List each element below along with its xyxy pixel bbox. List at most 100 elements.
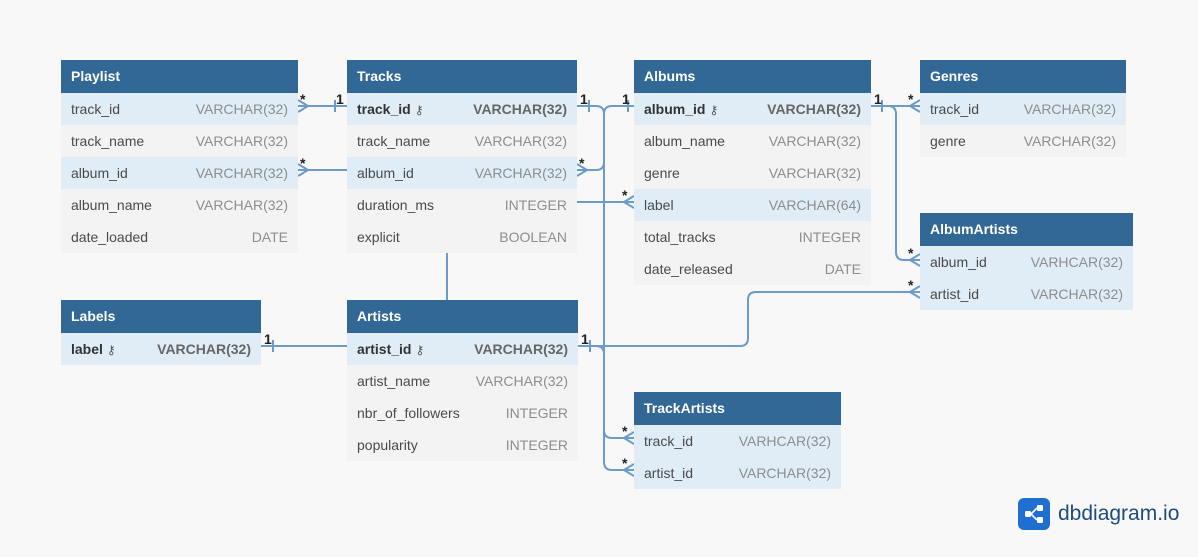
column-row[interactable]: track_name VARCHAR(32) (347, 125, 577, 157)
column-name: artist_id (357, 341, 412, 357)
relationship-line[interactable] (882, 105, 920, 261)
table-title[interactable]: Labels (61, 300, 261, 333)
many-marker (623, 195, 635, 209)
column-row[interactable]: total_tracks INTEGER (634, 221, 871, 253)
column-row[interactable]: artist_name VARCHAR(32) (347, 365, 578, 397)
column-row[interactable]: album_id⚷ VARCHAR(32) (634, 93, 871, 125)
column-row[interactable]: album_id VARHCAR(32) (920, 246, 1133, 278)
table-title[interactable]: Artists (347, 300, 578, 333)
column-name: duration_ms (357, 197, 435, 213)
column-name: nbr_of_followers (357, 405, 460, 421)
column-name: artist_name (357, 373, 431, 389)
column-row[interactable]: track_name VARCHAR(32) (61, 125, 298, 157)
column-name: label (71, 341, 103, 357)
column-row[interactable]: artist_id VARCHAR(32) (634, 457, 841, 489)
relationship-line[interactable] (578, 291, 920, 347)
column-type: VARCHAR(32) (1030, 286, 1123, 302)
column-type: VARCHAR(32) (474, 165, 567, 181)
column-type: BOOLEAN (499, 229, 567, 245)
cardinality-many-label: * (622, 455, 628, 471)
column-name: popularity (357, 437, 418, 453)
column-type: INTEGER (505, 437, 568, 453)
column-type: INTEGER (504, 197, 567, 213)
table-title[interactable]: Tracks (347, 60, 577, 93)
column-row[interactable]: album_id VARCHAR(32) (347, 157, 577, 189)
cardinality-many-label: * (300, 155, 306, 171)
column-type: VARCHAR(32) (157, 341, 251, 357)
table-track-artists[interactable]: TrackArtists track_id VARHCAR(32) artist… (634, 392, 841, 489)
table-genres[interactable]: Genres track_id VARCHAR(32) genre VARCHA… (920, 60, 1126, 157)
column-name: album_id (357, 165, 414, 181)
table-title[interactable]: Albums (634, 60, 871, 93)
column-row[interactable]: popularity INTEGER (347, 429, 578, 461)
table-artists[interactable]: Artists artist_id⚷ VARCHAR(32) artist_na… (347, 300, 578, 461)
column-row[interactable]: date_released DATE (634, 253, 871, 285)
column-name: date_loaded (71, 229, 149, 245)
column-name: track_id (357, 101, 411, 117)
many-marker (909, 253, 921, 267)
column-type: VARHCAR(32) (1030, 254, 1123, 270)
column-name: artist_id (930, 286, 980, 302)
column-row[interactable]: genre VARCHAR(32) (920, 125, 1126, 157)
table-title[interactable]: AlbumArtists (920, 213, 1133, 246)
table-album-artists[interactable]: AlbumArtists album_id VARHCAR(32) artist… (920, 213, 1133, 310)
column-row[interactable]: album_id VARCHAR(32) (61, 157, 298, 189)
cardinality-one-label: 1 (580, 91, 588, 107)
relationship-line[interactable] (577, 105, 634, 171)
column-row[interactable]: track_id⚷ VARCHAR(32) (347, 93, 577, 125)
table-title[interactable]: Playlist (61, 60, 298, 93)
table-labels[interactable]: Labels label⚷ VARCHAR(32) (61, 300, 261, 365)
many-marker (909, 285, 921, 299)
column-type: VARCHAR(32) (1023, 101, 1116, 117)
column-row[interactable]: nbr_of_followers INTEGER (347, 397, 578, 429)
cardinality-one-label: 1 (874, 91, 882, 107)
cardinality-many-label: * (622, 423, 628, 439)
column-row[interactable]: album_name VARCHAR(32) (61, 189, 298, 221)
cardinality-one-label: 1 (336, 91, 344, 107)
column-type: INTEGER (505, 405, 568, 421)
column-type: DATE (824, 261, 861, 277)
column-name: track_id (644, 433, 694, 449)
column-row[interactable]: label VARCHAR(64) (634, 189, 871, 221)
column-row[interactable]: track_id VARCHAR(32) (61, 93, 298, 125)
cardinality-one-label: 1 (581, 331, 589, 347)
column-row[interactable]: album_name VARCHAR(32) (634, 125, 871, 157)
column-row[interactable]: label⚷ VARCHAR(32) (61, 333, 261, 365)
table-title[interactable]: TrackArtists (634, 392, 841, 425)
many-marker (297, 163, 309, 177)
column-row[interactable]: genre VARCHAR(32) (634, 157, 871, 189)
table-albums[interactable]: Albums album_id⚷ VARCHAR(32) album_name … (634, 60, 871, 285)
many-marker (576, 163, 588, 177)
table-tracks[interactable]: Tracks track_id⚷ VARCHAR(32) track_name … (347, 60, 577, 253)
column-name: track_name (71, 133, 145, 149)
column-row[interactable]: date_loaded DATE (61, 221, 298, 253)
cardinality-many-label: * (908, 277, 914, 293)
column-row[interactable]: artist_id VARCHAR(32) (920, 278, 1133, 310)
brand-logo[interactable]: dbdiagram.io (1018, 498, 1179, 530)
column-row[interactable]: artist_id⚷ VARCHAR(32) (347, 333, 578, 365)
column-name: album_name (71, 197, 152, 213)
cardinality-many-label: * (908, 91, 914, 107)
column-row[interactable]: explicit BOOLEAN (347, 221, 577, 253)
column-name: genre (930, 133, 966, 149)
relationship-line[interactable] (577, 105, 634, 439)
cardinality-many-label: * (622, 187, 628, 203)
column-type: VARCHAR(32) (768, 165, 861, 181)
column-type: VARCHAR(32) (767, 101, 861, 117)
column-type: VARCHAR(32) (195, 133, 288, 149)
column-name: genre (644, 165, 680, 181)
many-marker (297, 99, 309, 113)
table-playlist[interactable]: Playlist track_id VARCHAR(32) track_name… (61, 60, 298, 253)
many-marker (623, 463, 635, 477)
column-name: track_name (357, 133, 431, 149)
column-type: VARCHAR(32) (195, 197, 288, 213)
column-row[interactable]: track_id VARCHAR(32) (920, 93, 1126, 125)
column-row[interactable]: duration_ms INTEGER (347, 189, 577, 221)
column-name: album_id (644, 101, 706, 117)
cardinality-many-label: * (908, 245, 914, 261)
column-row[interactable]: track_id VARHCAR(32) (634, 425, 841, 457)
relationship-line[interactable] (578, 345, 634, 471)
table-title[interactable]: Genres (920, 60, 1126, 93)
